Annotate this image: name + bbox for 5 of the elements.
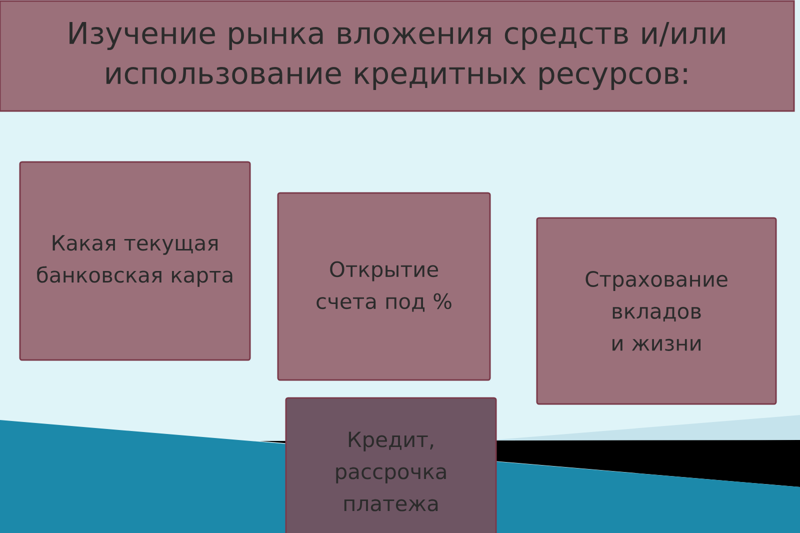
text-box: Открытие счета под % xyxy=(277,192,491,381)
text-box: Кредит, рассрочка платежа xyxy=(285,397,497,533)
title-banner: Изучение рынка вложения средств и/или использование кредитных ресурсов: xyxy=(0,0,795,112)
text-box: Страхование вкладов и жизни xyxy=(536,217,777,405)
text-box: Какая текущая банковская карта xyxy=(19,161,251,361)
